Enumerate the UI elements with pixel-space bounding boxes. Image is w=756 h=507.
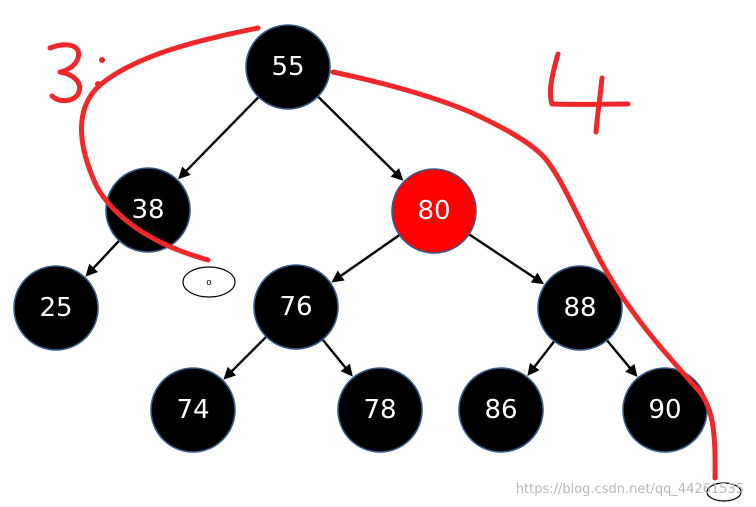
edge-38-25 (85, 239, 121, 277)
tree-node-55: 55 (245, 24, 331, 110)
edge-line (337, 233, 401, 279)
edge-line (605, 339, 634, 372)
node-circle-red (391, 168, 477, 254)
edges-layer (85, 95, 638, 380)
arrowhead-icon (390, 168, 404, 181)
tree-node-76: 76 (253, 264, 339, 350)
node-value: 90 (648, 395, 681, 425)
null-leaves-layer: o (182, 266, 742, 502)
edge-line (182, 96, 260, 175)
tree-node-78: 78 (337, 367, 423, 453)
node-circle-black (13, 265, 99, 351)
arrowhead-icon (178, 166, 191, 180)
node-value: 80 (417, 196, 450, 226)
nil-leaf-left: o (182, 266, 236, 298)
annotation-colon-dot-upper (99, 57, 105, 63)
annotation-digit-4-stroke (547, 51, 631, 135)
edge-88-90 (605, 339, 638, 377)
arrowhead-icon (340, 363, 353, 377)
edge-line (228, 335, 268, 375)
arrowhead-icon (530, 272, 545, 285)
node-circle-black (150, 367, 236, 453)
edge-line (90, 239, 121, 272)
annotation-path-left (79, 25, 261, 263)
arrowhead-icon (331, 270, 345, 283)
edge-80-88 (468, 233, 545, 285)
node-value: 76 (279, 292, 312, 322)
edge-line (321, 338, 349, 372)
node-circle-black (245, 24, 331, 110)
tree-node-80: 80 (391, 168, 477, 254)
nil-leaf-right (706, 482, 742, 502)
node-circle-black (105, 167, 191, 253)
watermark-url: https://blog.csdn.net/qq_44261535 (515, 482, 744, 497)
tree-node-25: 25 (13, 265, 99, 351)
edge-55-80 (317, 95, 404, 181)
edge-80-76 (331, 233, 401, 283)
arrowhead-icon (85, 263, 99, 277)
edge-line (531, 340, 556, 371)
node-value: 78 (363, 395, 396, 425)
tree-node-74: 74 (150, 367, 236, 453)
tree-node-86: 86 (458, 367, 544, 453)
tree-node-90: 90 (622, 367, 708, 453)
edge-88-86 (527, 340, 556, 377)
nil-leaf-label: o (206, 278, 212, 288)
arrowhead-icon (223, 366, 237, 380)
node-circle-black (458, 367, 544, 453)
node-value: 86 (484, 395, 517, 425)
arrowhead-icon (625, 363, 638, 377)
node-value: 88 (563, 293, 596, 323)
edge-76-74 (223, 335, 268, 380)
edge-76-78 (321, 338, 353, 377)
node-value: 55 (271, 52, 304, 82)
node-value: 38 (131, 195, 164, 225)
arrowhead-icon (527, 362, 540, 377)
nodes-layer: 55 38 80 25 76 88 74 78 86 90 (13, 24, 708, 453)
annotation-path-right (330, 69, 718, 481)
tree-node-38: 38 (105, 167, 191, 253)
nil-leaf-ellipse (182, 266, 236, 298)
handwritten-annotations: 3: 4 (47, 25, 718, 481)
edge-55-38 (178, 96, 260, 180)
node-value: 74 (176, 395, 209, 425)
nil-leaf-ellipse (706, 482, 742, 502)
node-circle-black (337, 367, 423, 453)
edge-line (468, 233, 539, 281)
node-value: 25 (39, 293, 72, 323)
node-circle-black (253, 264, 339, 350)
edge-line (317, 95, 399, 177)
tree-node-88: 88 (537, 265, 623, 351)
node-circle-black (537, 265, 623, 351)
annotation-digit-3-stroke (47, 42, 82, 104)
